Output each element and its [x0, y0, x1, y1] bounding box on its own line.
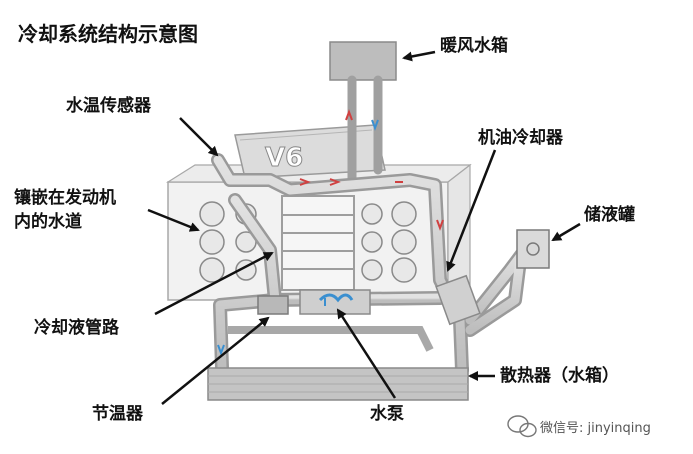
radiator	[207, 367, 469, 401]
water-jacket-cylinders-right	[361, 201, 417, 283]
pointer-water-pump	[336, 308, 397, 399]
pointer-water-jacket	[147, 208, 200, 232]
heater-hose-inner	[349, 77, 381, 188]
coolant-reservoir	[516, 229, 550, 269]
flow-arrows	[217, 109, 444, 356]
watermark: 微信号: jinyinqing	[540, 421, 651, 436]
label-heater-core: 暖风水箱	[440, 36, 508, 56]
page-title: 冷却系统结构示意图	[18, 22, 198, 46]
oil-cooler	[435, 274, 481, 326]
label-water-pump: 水泵	[370, 404, 404, 424]
pointer-temp-sensor	[179, 117, 219, 157]
thermostat	[257, 295, 289, 315]
label-thermostat: 节温器	[92, 404, 143, 424]
water-pump	[299, 289, 371, 315]
lower-return-pipe	[228, 326, 434, 352]
label-coolant-pipe: 冷却液管路	[34, 318, 119, 338]
v6-engine-cover	[234, 124, 386, 179]
pointer-reservoir	[551, 222, 581, 242]
label-water-jacket-line1: 镶嵌在发动机	[14, 188, 116, 208]
label-radiator: 散热器（水箱）	[500, 366, 619, 386]
engine-internal-ribs	[281, 195, 355, 291]
label-temp-sensor: 水温传感器	[66, 96, 151, 116]
heater-core	[329, 41, 397, 81]
pointer-oil-cooler	[446, 149, 497, 272]
label-oil-cooler: 机油冷却器	[478, 128, 563, 148]
pointer-heater-core	[402, 50, 436, 62]
pointer-thermostat	[161, 316, 270, 405]
label-pointers	[147, 50, 581, 405]
pointer-coolant-pipe	[154, 251, 274, 316]
v6-mark: V6	[265, 143, 303, 173]
label-water-jacket-line2: 内的水道	[14, 212, 82, 232]
wechat-logo-icon	[507, 415, 537, 438]
label-reservoir: 储液罐	[584, 205, 635, 225]
